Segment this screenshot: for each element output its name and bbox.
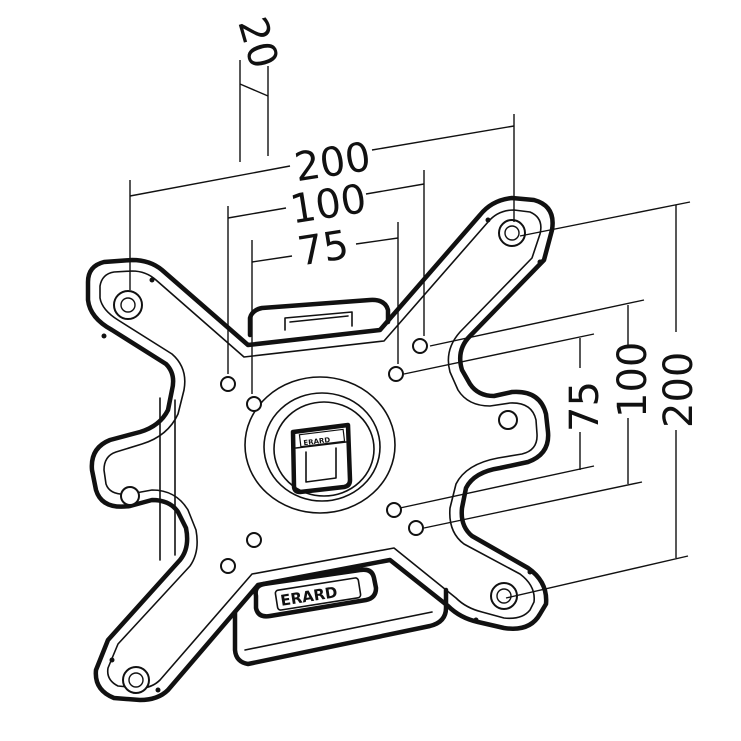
horizontal-dimensions: [129, 114, 515, 394]
brand-plaque-hub: ERARD: [298, 428, 346, 448]
height-label-100: 100: [610, 342, 656, 418]
vertical-dimensions: [399, 201, 691, 599]
depth-dimension: [239, 60, 269, 162]
height-label-75: 75: [562, 381, 608, 432]
mounting-plate: [85, 195, 555, 703]
depth-label: 20: [228, 12, 286, 74]
brand-plaque-front: ERARD: [253, 567, 379, 619]
mounting-holes: [101, 217, 543, 694]
height-label-200: 200: [656, 352, 702, 428]
center-hub: [244, 376, 396, 514]
brand-name-hub: ERARD: [303, 436, 331, 447]
width-label-75: 75: [295, 222, 352, 275]
back-bracket: [159, 297, 449, 667]
